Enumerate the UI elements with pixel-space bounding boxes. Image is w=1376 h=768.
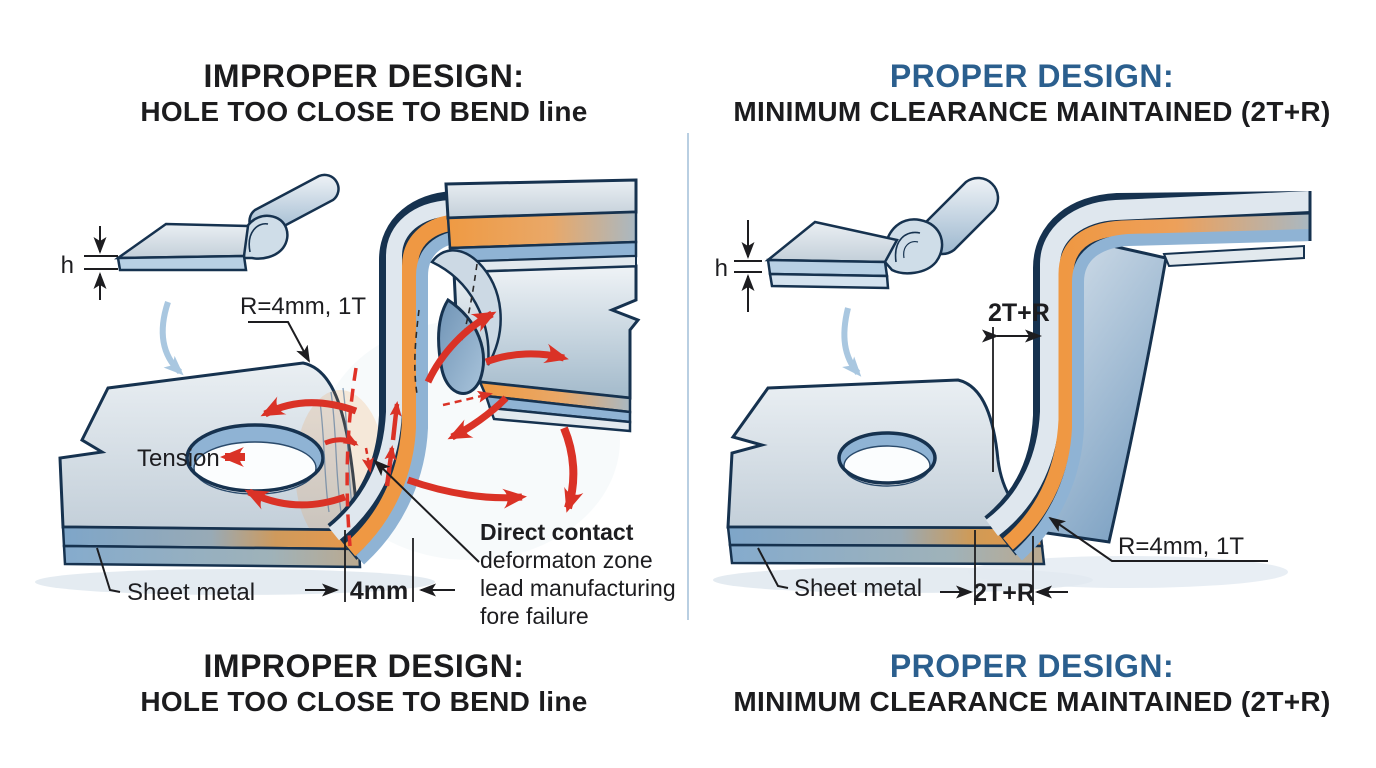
bend-radius-text: R=4mm, 1T xyxy=(1118,533,1244,560)
tension-text: Tension xyxy=(137,445,220,472)
label-bend-radius: R=4mm, 1T xyxy=(240,293,366,363)
clearance-bottom-text: 2T+R xyxy=(973,579,1035,607)
sheet-edge-band-2 xyxy=(728,543,1046,566)
proper-title-bottom: PROPER DESIGN: MINIMUM CLEARANCE MAINTAI… xyxy=(688,648,1376,720)
guide-arrow xyxy=(159,301,184,376)
hole xyxy=(837,431,937,487)
bend-radius-text: R=4mm, 1T xyxy=(240,293,366,320)
improper-title-top-line2: HOLE TOO CLOSE TO BEND line xyxy=(140,96,588,127)
upper-flange xyxy=(444,178,638,274)
hem-edge-band-2 xyxy=(768,272,890,290)
panel-divider xyxy=(687,133,689,620)
note-line3: lead manufacturing xyxy=(480,575,676,601)
proper-title-bottom-line1: PROPER DESIGN: xyxy=(889,648,1175,684)
dimension-2tr-top: 2T+R xyxy=(982,299,1050,472)
proper-title-top-line1: PROPER DESIGN: xyxy=(889,58,1175,94)
clearance-top-text: 2T+R xyxy=(988,299,1050,327)
dimension-4mm: 4mm xyxy=(305,530,455,605)
thickness-dimension: h xyxy=(715,220,762,312)
proper-title-top: PROPER DESIGN: MINIMUM CLEARANCE MAINTAI… xyxy=(688,58,1376,130)
label-bend-radius: R=4mm, 1T xyxy=(1048,516,1268,562)
shadow-wall xyxy=(968,556,1288,588)
improper-design-diagram: h xyxy=(35,173,676,629)
improper-title-bottom: IMPROPER DESIGN: HOLE TOO CLOSE TO BEND … xyxy=(20,648,708,720)
tension-label: Tension xyxy=(137,445,245,472)
note-line2: deformaton zone xyxy=(480,547,653,573)
thickness-dimension: h xyxy=(61,226,118,300)
sheet-metal-text: Sheet metal xyxy=(127,579,255,606)
sheet-edge-band-2 xyxy=(62,544,362,569)
note-line1: Direct contact xyxy=(480,519,634,545)
bend-line-dashed xyxy=(345,367,358,547)
proper-design-diagram: h xyxy=(713,176,1312,607)
thickness-label: h xyxy=(715,255,728,282)
improper-title-bottom-line2: HOLE TOO CLOSE TO BEND line xyxy=(140,686,588,717)
hem-inset xyxy=(113,173,340,272)
flange-underside xyxy=(1162,244,1305,268)
hole-distance-text: 4mm xyxy=(350,577,408,605)
hem-top-face xyxy=(113,222,250,260)
note-deformation: Direct contact deformaton zone lead manu… xyxy=(373,459,676,629)
hem-inset xyxy=(764,176,1000,290)
label-sheet-metal: Sheet metal xyxy=(757,547,922,602)
deformed-hole xyxy=(430,249,502,395)
proper-title-bottom-line2: MINIMUM CLEARANCE MAINTAINED (2T+R) xyxy=(733,686,1331,717)
thickness-label: h xyxy=(61,252,74,279)
improper-title-top-line1: IMPROPER DESIGN: xyxy=(203,58,525,94)
improper-title-top: IMPROPER DESIGN: HOLE TOO CLOSE TO BEND … xyxy=(20,58,708,130)
stress-arrows xyxy=(244,310,584,513)
hem-curl xyxy=(883,218,944,275)
bend-assembly xyxy=(983,191,1312,561)
hem-edge-band xyxy=(116,254,248,272)
hem-top-face xyxy=(764,220,899,264)
guide-arrow xyxy=(841,307,862,377)
note-line4: fore failure xyxy=(480,603,589,629)
proper-title-top-line2: MINIMUM CLEARANCE MAINTAINED (2T+R) xyxy=(733,96,1331,127)
label-sheet-metal: Sheet metal xyxy=(96,547,255,606)
lower-flange-stack xyxy=(478,380,632,433)
dimension-2tr-bottom: 2T+R xyxy=(940,530,1068,607)
improper-title-bottom-line1: IMPROPER DESIGN: xyxy=(203,648,525,684)
sheet-metal-text: Sheet metal xyxy=(794,575,922,602)
